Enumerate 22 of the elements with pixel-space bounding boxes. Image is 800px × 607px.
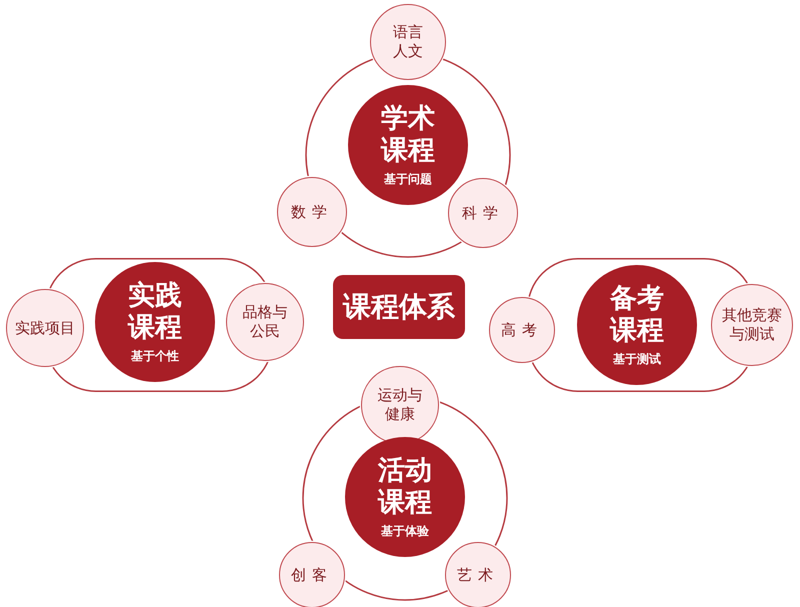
course-title: 实践课程: [126, 280, 183, 344]
topic-label: 实践项目: [14, 318, 76, 338]
title-box: [333, 275, 465, 339]
topic-label: 创客: [290, 566, 334, 584]
course-title: 活动课程: [376, 454, 433, 518]
topic-label: 运动与健康: [376, 386, 424, 424]
topic-circle: [445, 542, 511, 607]
topic-label: 数学: [290, 202, 334, 222]
course-basis: 基于体验: [381, 522, 429, 540]
topic-label: 科学: [461, 204, 505, 222]
course-basis: 基于测试: [613, 350, 661, 368]
topic-label: 高考: [500, 320, 544, 340]
title-label: 课程体系: [343, 291, 455, 323]
topic-label: 语言人文: [392, 23, 424, 61]
course-title: 学术课程: [380, 102, 436, 166]
course-title: 备考课程: [608, 282, 665, 346]
topic-label: 其他竞赛与测试: [721, 306, 783, 344]
course-basis: 基于个性: [131, 348, 179, 364]
topic-label: 品格与公民: [242, 303, 288, 341]
topic-circle: [448, 178, 518, 248]
topic-label: 艺术: [456, 566, 500, 584]
course-basis: 基于问题: [384, 170, 432, 188]
